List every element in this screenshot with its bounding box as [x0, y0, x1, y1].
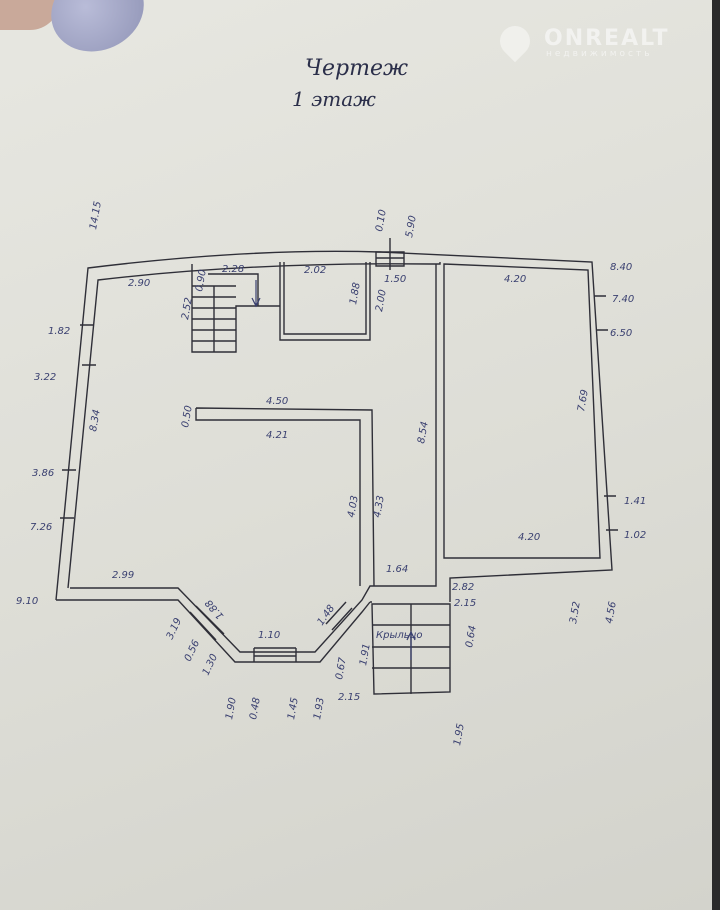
dimension: 4.50 [266, 396, 288, 407]
dimension: 3.22 [34, 372, 56, 383]
dimension: 0.64 [464, 625, 479, 649]
direction-arrows [251, 280, 416, 660]
dimension: 3.52 [568, 601, 583, 625]
dimension: 1.41 [624, 496, 646, 507]
dimension: 2.99 [112, 570, 134, 581]
dimension: 7.26 [30, 522, 52, 533]
dimension: 0.50 [180, 405, 195, 429]
watermark-brand: ONREALT [544, 26, 670, 51]
dimension: 2.15 [338, 692, 360, 703]
dimension: 6.50 [610, 328, 632, 339]
dimension: 7.40 [612, 294, 634, 305]
dimension: 4.20 [504, 274, 526, 285]
dimension: 14.15 [88, 200, 104, 230]
plan-title: Чертеж [305, 56, 408, 81]
dimension: 2.28 [222, 264, 244, 275]
dimension: 8.34 [88, 409, 103, 433]
dimension: 0.56 [183, 638, 202, 663]
dimension: 3.19 [165, 616, 184, 641]
dimension: 1.10 [258, 630, 280, 641]
dimension: 0.48 [248, 697, 263, 721]
dimension: 2.52 [180, 297, 195, 321]
dimension: 1.02 [624, 530, 646, 541]
dimension: 1.45 [286, 697, 301, 721]
dimension: 4.21 [266, 430, 288, 441]
paper-edge [712, 0, 720, 910]
dimension: 7.69 [576, 389, 591, 413]
dimension: 2.00 [374, 289, 389, 313]
dimension: 1.91 [358, 643, 373, 667]
dimension: 4.20 [518, 532, 540, 543]
dimension: 0.90 [194, 269, 209, 293]
dimension: 1.64 [386, 564, 408, 575]
dimension: 1.95 [452, 723, 467, 747]
walls [55, 238, 618, 695]
dimension: 1.88 [348, 282, 363, 306]
dimension: 4.03 [346, 495, 361, 519]
watermark-tagline: недвижимость [546, 49, 653, 59]
porch-label: Крыльцо [376, 630, 423, 641]
dimension: 1.50 [384, 274, 406, 285]
dimension: 1.82 [48, 326, 70, 337]
dimension: 1.30 [201, 652, 220, 677]
dimension: 9.10 [16, 596, 38, 607]
dimension: 4.56 [604, 601, 619, 625]
watermark: ONREALT недвижимость [493, 19, 670, 63]
dimension: 2.90 [128, 278, 150, 289]
dimension: 1.90 [224, 697, 239, 721]
dimension: 0.10 [374, 209, 389, 233]
dimension: 0.67 [334, 656, 349, 680]
plan-subtitle: 1 этаж [292, 87, 376, 111]
dimension: 5.90 [404, 215, 419, 239]
dimension-labels: 14.15 2.90 2.52 0.90 2.28 2.02 1.88 2.00… [16, 200, 646, 746]
dimension: 8.54 [416, 421, 431, 445]
dimension: 2.15 [454, 598, 476, 609]
dimension: 8.40 [610, 262, 632, 273]
dimension: 2.82 [452, 582, 474, 593]
dimension: 4.33 [372, 495, 387, 519]
dimension: 2.02 [304, 265, 326, 276]
dimension: 3.86 [32, 468, 54, 479]
dimension: 1.93 [312, 697, 327, 721]
